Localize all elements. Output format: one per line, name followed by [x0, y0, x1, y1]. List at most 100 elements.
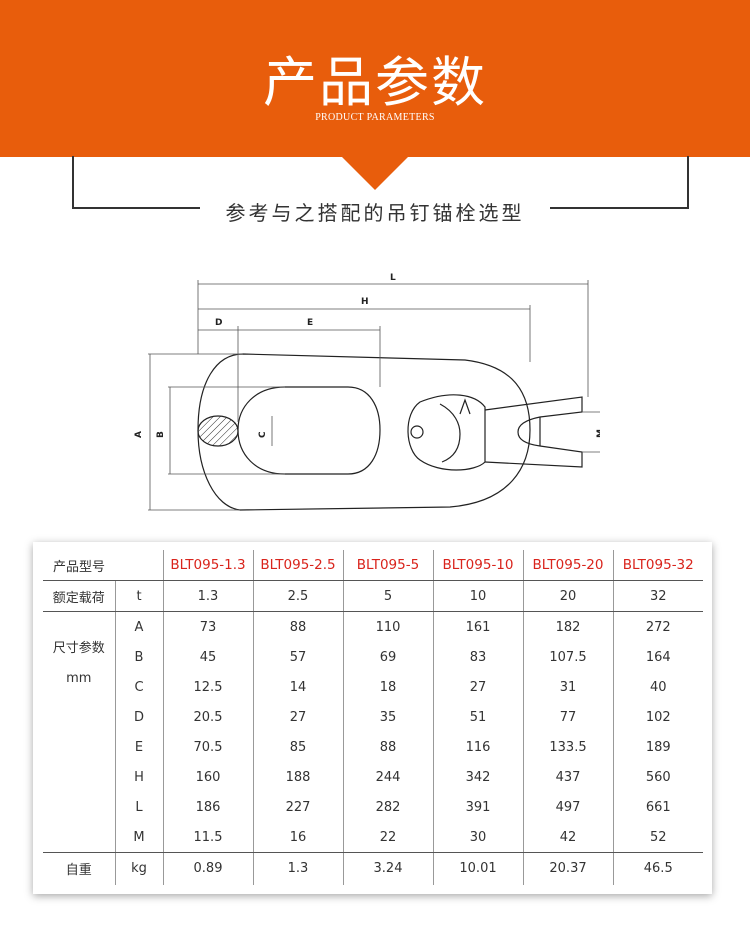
- table-cell: 272: [612, 611, 703, 642]
- dim-key: H: [114, 762, 163, 792]
- table-cell: 102: [612, 702, 703, 732]
- table-cell: 110: [342, 611, 433, 642]
- dim-label-a: A: [134, 431, 144, 438]
- table-cell: 497: [522, 792, 613, 822]
- dim-key: L: [114, 792, 163, 822]
- table-cell: 88: [342, 732, 433, 762]
- table-cell: 10.01: [432, 852, 523, 885]
- header-spacer: [115, 550, 163, 581]
- table-cell: 40: [612, 672, 703, 702]
- table-cell: 35: [342, 702, 433, 732]
- model-cell: BLT095-10: [432, 550, 523, 581]
- table-cell: 227: [252, 792, 343, 822]
- table-cell: 14: [252, 672, 343, 702]
- table-cell: 437: [522, 762, 613, 792]
- row-unit: kg: [114, 852, 163, 885]
- dim-key: D: [114, 702, 163, 732]
- table-cell: 391: [432, 792, 523, 822]
- row-unit: t: [114, 580, 163, 612]
- dim-key: C: [114, 672, 163, 702]
- section-bracket: [72, 156, 689, 209]
- dim-key: B: [114, 642, 163, 672]
- table-cell: 12.5: [162, 672, 253, 702]
- table-cell: 0.89: [162, 852, 253, 885]
- dim-label-e: E: [307, 318, 313, 328]
- table-row-dim: D 20.5 27 35 51 77 102: [43, 702, 703, 732]
- table-row-dim: B 45 57 69 83 107.5 164: [43, 642, 703, 672]
- table-cell: 342: [432, 762, 523, 792]
- model-cell: BLT095-32: [612, 550, 703, 581]
- dim-key: M: [114, 822, 163, 853]
- table-cell: 282: [342, 792, 433, 822]
- table-cell: 164: [612, 642, 703, 672]
- header-label: 产品型号: [43, 550, 115, 581]
- table-row-dim: 尺寸参数 mm A 73 88 110 161 182 272: [43, 611, 703, 686]
- product-diagram: L H D E A B C M: [134, 273, 600, 511]
- table-row-dim: E 70.5 85 88 116 133.5 189: [43, 732, 703, 762]
- row-label: 额定载荷: [43, 580, 115, 612]
- section-subtitle-text: 参考与之搭配的吊钉锚栓选型: [213, 201, 537, 225]
- table-row-dim: C 12.5 14 18 27 31 40: [43, 672, 703, 702]
- table-cell: 161: [432, 611, 523, 642]
- table-cell: 189: [612, 732, 703, 762]
- table-cell: 42: [522, 822, 613, 853]
- dim-label-h: H: [361, 297, 369, 307]
- table-row-dim: M 11.5 16 22 30 42 52: [43, 822, 703, 853]
- table-cell: 88: [252, 611, 343, 642]
- table-cell: 661: [612, 792, 703, 822]
- table-cell: 20.37: [522, 852, 613, 885]
- table-cell: 46.5: [612, 852, 703, 885]
- table-cell: 20.5: [162, 702, 253, 732]
- dim-key: E: [114, 732, 163, 762]
- table-cell: 18: [342, 672, 433, 702]
- table-cell: 116: [432, 732, 523, 762]
- row-label: 自重: [43, 852, 115, 885]
- table-cell: 10: [432, 580, 523, 612]
- table-cell: 30: [432, 822, 523, 853]
- model-cell: BLT095-20: [522, 550, 613, 581]
- dim-label-d: D: [215, 318, 222, 328]
- table-cell: 2.5: [252, 580, 343, 612]
- table-cell: 107.5: [522, 642, 613, 672]
- page-title: 产品参数: [263, 51, 487, 114]
- banner-notch: [341, 156, 409, 190]
- table-cell: 560: [612, 762, 703, 792]
- dims-category-cell: 尺寸参数 mm: [43, 612, 115, 853]
- dims-unit: mm: [66, 671, 92, 686]
- table-cell: 69: [342, 642, 433, 672]
- table-cell: 186: [162, 792, 253, 822]
- model-cell: BLT095-2.5: [252, 550, 343, 581]
- dim-label-b: B: [156, 431, 166, 438]
- table-cell: 11.5: [162, 822, 253, 853]
- parameter-table-card: 产品型号 BLT095-1.3 BLT095-2.5 BLT095-5 BLT0…: [33, 542, 712, 894]
- table-cell: 27: [252, 702, 343, 732]
- parameter-table: 产品型号 BLT095-1.3 BLT095-2.5 BLT095-5 BLT0…: [43, 550, 703, 885]
- table-cell: 32: [612, 580, 703, 612]
- table-cell: 45: [162, 642, 253, 672]
- model-cell: BLT095-5: [342, 550, 433, 581]
- dim-label-l: L: [390, 273, 396, 283]
- header-banner: 产品参数 PRODUCT PARAMETERS: [0, 0, 750, 157]
- table-cell: 182: [522, 611, 613, 642]
- dim-label-m: M: [596, 429, 600, 438]
- dim-label-c: C: [258, 431, 268, 438]
- table-cell: 52: [612, 822, 703, 853]
- model-cell: BLT095-1.3: [162, 550, 253, 581]
- table-cell: 16: [252, 822, 343, 853]
- table-cell: 27: [432, 672, 523, 702]
- table-row-weight: 自重 kg 0.89 1.3 3.24 10.01 20.37 46.5: [43, 852, 703, 885]
- table-cell: 51: [432, 702, 523, 732]
- table-cell: 5: [342, 580, 433, 612]
- table-cell: 3.24: [342, 852, 433, 885]
- table-cell: 20: [522, 580, 613, 612]
- table-cell: 1.3: [252, 852, 343, 885]
- dim-key: A: [114, 611, 163, 642]
- table-cell: 160: [162, 762, 253, 792]
- table-cell: 188: [252, 762, 343, 792]
- table-cell: 31: [522, 672, 613, 702]
- table-cell: 83: [432, 642, 523, 672]
- table-row-load: 额定载荷 t 1.3 2.5 5 10 20 32: [43, 580, 703, 612]
- table-cell: 70.5: [162, 732, 253, 762]
- table-cell: 57: [252, 642, 343, 672]
- table-cell: 244: [342, 762, 433, 792]
